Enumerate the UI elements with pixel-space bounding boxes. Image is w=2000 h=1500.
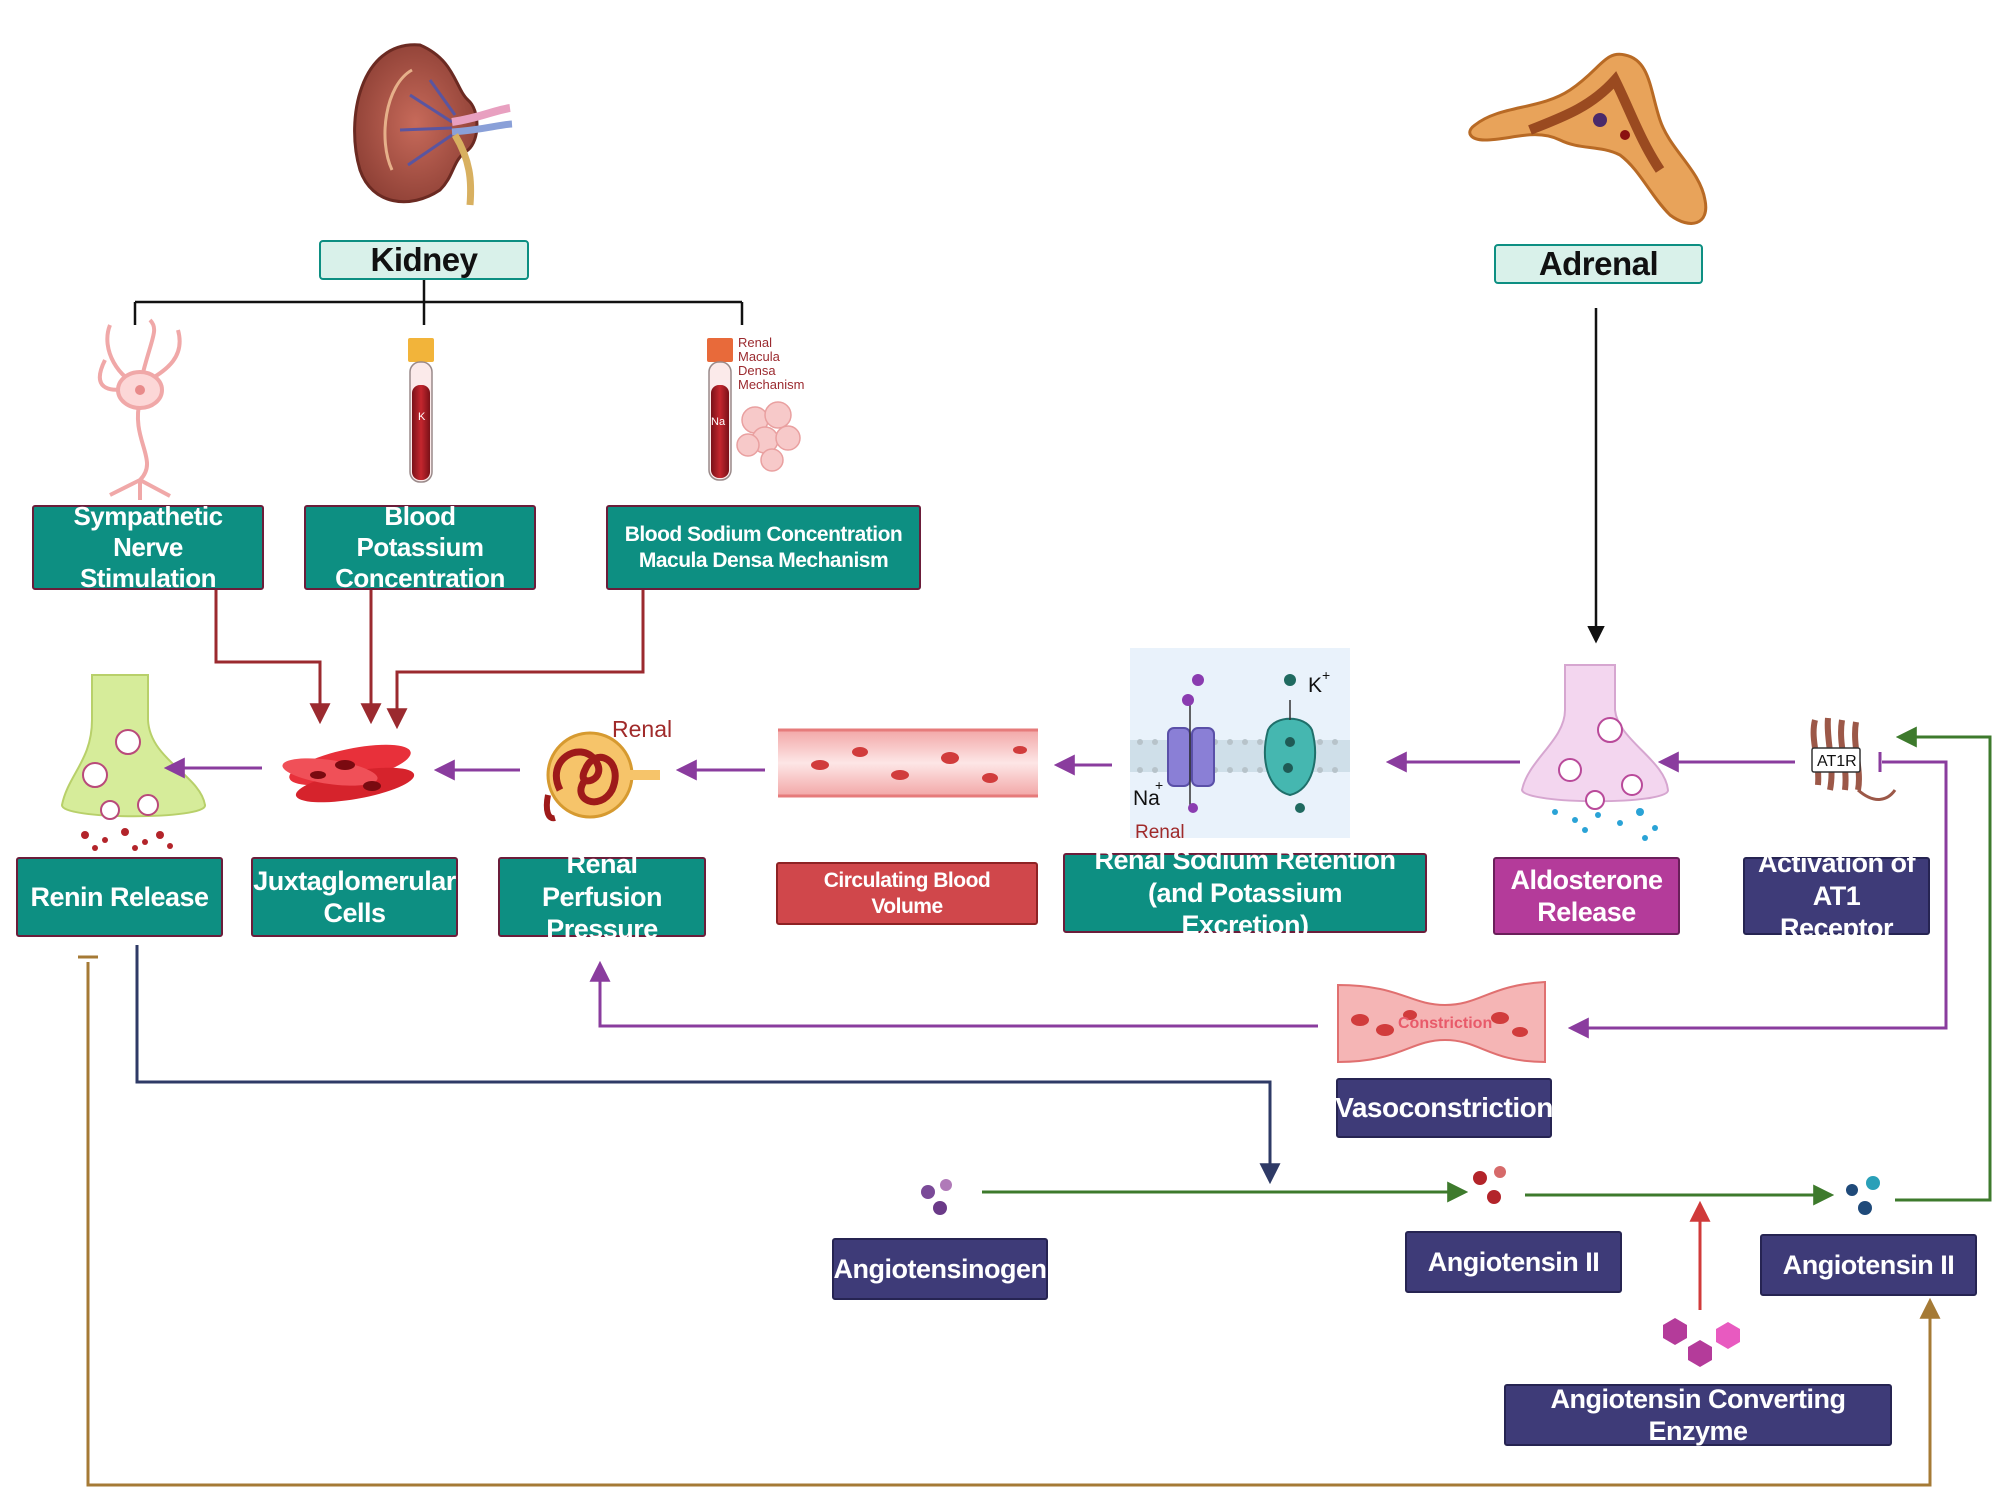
sympathetic-box: Sympathetic Nerve Stimulation <box>32 501 264 593</box>
sodium-box: Blood Sodium Concentration Macula Densa … <box>606 505 921 590</box>
kidney-branch-lines <box>133 278 744 325</box>
ace-hexagon-icon <box>1663 1318 1740 1367</box>
blood-volume-box: Circulating Blood Volume <box>776 862 1038 925</box>
renin-to-angiotensinogen-arrow <box>135 945 1281 1185</box>
cell-cluster-icon <box>736 401 801 472</box>
main-chain-arrows <box>163 751 1948 1039</box>
constriction-label: Constriction <box>1398 1015 1492 1032</box>
jg-cells-illustration <box>282 744 415 803</box>
kidney-title: Kidney <box>319 240 529 280</box>
neuron-illustration <box>98 318 182 500</box>
angiotensin-a-molecule-icon <box>1473 1166 1506 1204</box>
vasoconstriction-box: Vasoconstriction <box>1335 1078 1553 1138</box>
angiotensin-conversion-arrows <box>982 726 1992 1206</box>
blood-vessel-illustration <box>778 728 1038 798</box>
ace-box: Angiotensin Converting Enzyme <box>1504 1384 1892 1446</box>
ion-channel-illustration: K + Na + Renal <box>1130 648 1350 843</box>
renal-channel-label: Renal <box>1135 822 1185 843</box>
angiotensinogen-box: Angiotensinogen <box>832 1238 1048 1300</box>
inputs-to-jg-arrows <box>214 590 645 730</box>
angiotensin-b-box: Angiotensin II <box>1760 1234 1977 1296</box>
macula-label-4: Mechanism <box>738 377 804 392</box>
kidney-illustration <box>353 43 513 206</box>
angiotensin-b-molecule-icon <box>1846 1176 1880 1215</box>
angiotensin-a-box: Angiotensin II <box>1405 1231 1622 1293</box>
na-tube-label: Na <box>711 416 726 428</box>
potassium-tube-illustration: K <box>408 338 434 483</box>
constricted-vessel-illustration: Constriction <box>1337 980 1546 1064</box>
at1r-label: AT1R <box>1817 753 1857 770</box>
glomerulus-illustration: Renal <box>543 716 672 822</box>
renin-synapse-illustration <box>60 674 207 851</box>
at1-activation-box: Activation of AT1 Receptor <box>1743 848 1930 943</box>
k-plus: + <box>1322 667 1330 683</box>
aldosterone-box: Aldosterone Release <box>1493 857 1680 935</box>
k-channel-label: K <box>1308 674 1322 697</box>
renal-glomerulus-label: Renal <box>612 716 672 742</box>
feedback-loop-arrow <box>86 962 1941 1487</box>
jg-box: Juxtaglomerular Cells <box>251 857 458 937</box>
renin-box: Renin Release <box>16 857 223 937</box>
sodium-tube-illustration: Na Renal Macula Densa Mechanism <box>707 335 804 481</box>
macula-label-1: Renal <box>738 335 772 350</box>
k-tube-label: K <box>418 411 426 423</box>
sodium-retention-box: Renal Sodium Retention (and Potassium Ex… <box>1063 845 1427 940</box>
adrenal-illustration <box>1468 52 1708 225</box>
perfusion-box: Renal Perfusion Pressure <box>498 849 706 944</box>
na-channel-label: Na <box>1133 787 1160 810</box>
macula-label-2: Macula <box>738 349 781 364</box>
angiotensinogen-molecule-icon <box>921 1179 952 1215</box>
macula-label-3: Densa <box>738 363 776 378</box>
at1r-receptor-illustration: AT1R <box>1810 717 1897 801</box>
na-plus: + <box>1155 777 1163 793</box>
adrenal-title: Adrenal <box>1494 244 1703 284</box>
potassium-box: Blood Potassium Concentration <box>304 501 536 593</box>
aldosterone-synapse-illustration <box>1520 664 1670 841</box>
